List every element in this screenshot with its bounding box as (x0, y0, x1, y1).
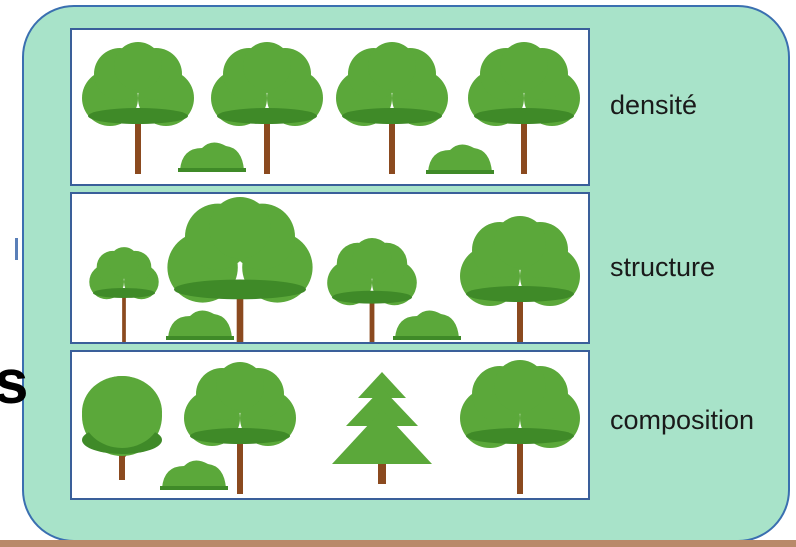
density-trees (82, 42, 580, 174)
panel-composition (70, 350, 590, 500)
shrub-icon (166, 310, 234, 340)
oval-tree-icon (82, 376, 162, 480)
panel-structure (70, 192, 590, 344)
broadleaf-tree-icon (211, 42, 323, 174)
clipped-letter: s (0, 348, 29, 417)
label-structure: structure (610, 252, 716, 282)
left-edge-mark (15, 238, 18, 260)
shrub-icon (426, 144, 494, 174)
broadleaf-tree-icon (82, 42, 194, 174)
broadleaf-tree-icon (336, 42, 448, 174)
broadleaf-tree-icon (460, 360, 580, 494)
broadleaf-tree-icon (468, 42, 580, 174)
label-density: densité (610, 90, 698, 120)
broadleaf-tree-icon (89, 247, 159, 342)
conifer-tree-icon (332, 372, 432, 484)
composition-trees (82, 360, 580, 494)
label-composition: composition (610, 405, 755, 435)
broadleaf-tree-icon (167, 197, 313, 342)
broadleaf-tree-icon (184, 362, 296, 494)
broadleaf-tree-icon (327, 238, 417, 342)
shrub-icon (178, 142, 246, 172)
bottom-divider (0, 540, 796, 547)
broadleaf-tree-icon (460, 216, 580, 342)
shrub-icon (160, 460, 228, 490)
structure-trees (89, 197, 580, 342)
panel-density (70, 28, 590, 186)
shrub-icon (393, 310, 461, 340)
